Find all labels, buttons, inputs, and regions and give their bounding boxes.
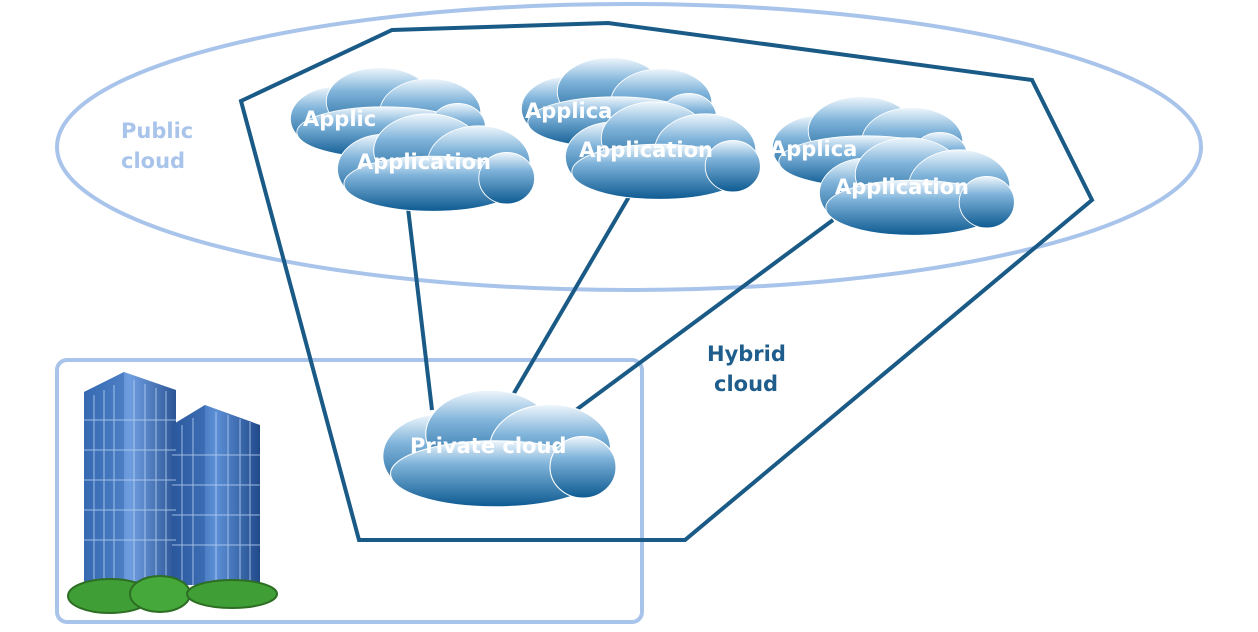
app-cloud-back-label: Applica <box>770 137 857 161</box>
public-cloud-label-line2: cloud <box>121 149 185 173</box>
app-cloud-group-2: Applica Application <box>520 57 761 200</box>
app-cloud-back-label: Applica <box>525 99 612 123</box>
hybrid-cloud-label-line2: cloud <box>714 372 778 396</box>
hybrid-cloud-label-line1: Hybrid <box>707 342 786 366</box>
app-cloud-front-label: Application <box>357 150 491 174</box>
connectors <box>406 193 835 412</box>
app-cloud-front-label: Application <box>835 175 969 199</box>
app-cloud-group-1: Applic Application <box>289 67 536 212</box>
public-cloud-label-line1: Public <box>121 119 193 143</box>
hybrid-cloud-boundary <box>238 20 1095 542</box>
app-cloud-front-label: Application <box>579 138 713 162</box>
on-premises-boundary <box>55 358 644 624</box>
office-buildings-icon <box>67 372 278 614</box>
private-cloud: Private cloud <box>382 389 617 508</box>
app-cloud-back-label: Applic <box>303 107 376 131</box>
connector-line <box>406 207 434 411</box>
connector-line <box>574 218 835 412</box>
app-cloud-group-3: Applica Application <box>770 96 1015 236</box>
public-cloud-boundary <box>55 2 1203 292</box>
connector-line <box>508 193 632 402</box>
private-cloud-label: Private cloud <box>410 434 566 458</box>
